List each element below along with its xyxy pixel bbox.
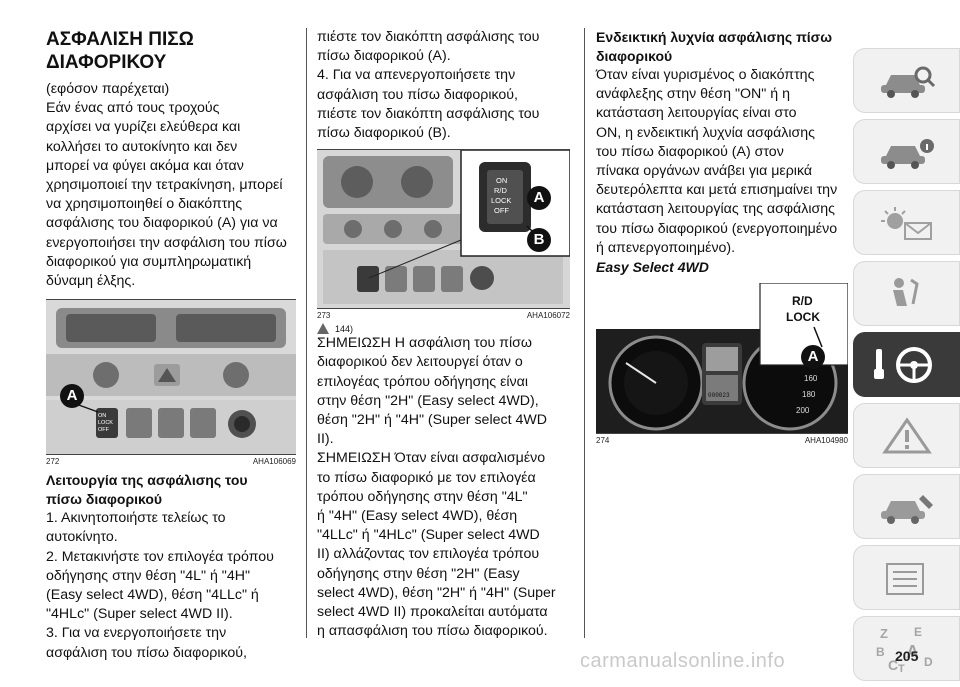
car-info-icon: [880, 138, 934, 169]
car-maintenance-icon: [880, 494, 933, 524]
column-left: ΑΣΦΑΛΙΣΗ ΠΙΣΩ ΔΙΑΦΟΡΙΚΟΥ (εφόσον παρέχετ…: [46, 28, 296, 663]
figure-273: ON R/D LOCK OFF A B: [317, 149, 570, 310]
alphabet-index-icon: Z E B A C T D: [876, 625, 933, 674]
switch-label-lock: LOCK: [98, 420, 113, 426]
zoom-label-on: ON: [496, 176, 507, 185]
operation-heading: Λειτουργία της ασφάλισης του πίσω διαφορ…: [46, 472, 248, 508]
indicator-label-lock: LOCK: [786, 310, 820, 324]
indicator-label-rd: R/D: [792, 294, 813, 308]
tab-starting-driving[interactable]: [853, 261, 960, 326]
tab-warning-lights[interactable]: [853, 190, 960, 255]
index-letter-b: B: [876, 645, 885, 659]
column-middle: πιέστε τον διακόπτη ασφάλισης του πίσω δ…: [317, 28, 570, 641]
dashboard-switch-illustration: ON LOCK OFF: [46, 300, 296, 455]
car-search-icon: [880, 66, 935, 98]
zoom-label-rd: R/D: [494, 186, 508, 195]
warning-light-mail-icon: [880, 206, 932, 240]
figure-caption: 272 AHA106069: [46, 457, 296, 467]
index-letter-d: D: [924, 655, 933, 669]
intro-paragraph: (εφόσον παρέχεται) Εάν ένας από τους τρο…: [46, 81, 287, 290]
chapter-tabs: Z E B A C T D: [853, 48, 960, 687]
switch-label-on: ON: [98, 413, 106, 419]
page-number: 205: [895, 648, 919, 664]
figure-caption: 274 AHA104980: [596, 436, 848, 446]
figure-274: 000023 140 160 180 200 R/D LOCK A: [596, 283, 848, 435]
index-letter-a: A: [906, 642, 919, 662]
warning-reference: 144): [317, 323, 570, 335]
indicator-body: Όταν είναι γυρισμένος ο διακόπτης ανάφλε…: [596, 67, 838, 256]
steering-wheel-key-icon: [873, 346, 932, 383]
gauge-tick-200: 200: [796, 406, 810, 415]
notes-block: ΣΗΜΕΙΩΣΗ Η ασφάλιση του πίσω διαφορικού …: [317, 335, 556, 640]
zoom-label-lock: LOCK: [491, 196, 511, 205]
specifications-list-icon: [885, 562, 924, 595]
figure-272: ON LOCK OFF A: [46, 299, 296, 456]
callout-a-badge: A: [527, 186, 551, 211]
tab-multimedia[interactable]: [853, 545, 960, 610]
steps-continued: πιέστε τον διακόπτη ασφάλισης του πίσω δ…: [317, 29, 540, 142]
road-warning-icon: [881, 416, 932, 453]
tab-technical-data[interactable]: [853, 474, 960, 539]
section-title: ΑΣΦΑΛΙΣΗ ΠΙΣΩ ΔΙΑΦΟΡΙΚΟΥ: [46, 29, 194, 73]
steps-list: 1. Ακινητοποιήστε τελείως το αυτοκίνητο.…: [46, 510, 274, 661]
tab-in-emergency[interactable]: [853, 332, 960, 397]
seat-airbag-icon: [892, 277, 919, 306]
easy-select-heading: Easy Select 4WD: [596, 259, 709, 276]
index-letter-t: T: [898, 663, 905, 674]
odometer-readout: 000023: [708, 392, 730, 399]
index-letter-z: Z: [880, 626, 888, 641]
switch-label-off: OFF: [98, 427, 110, 433]
callout-a-badge: A: [801, 345, 825, 370]
index-letter-c: C: [888, 657, 898, 673]
tab-maintenance[interactable]: [853, 403, 960, 468]
indicator-heading: Ενδεικτική λυχνία ασφάλισης πίσω διαφορι…: [596, 29, 833, 64]
index-letter-e: E: [914, 625, 922, 639]
warning-triangle-icon: [317, 323, 329, 335]
zoom-label-off: OFF: [494, 206, 509, 215]
gauge-tick-160: 160: [804, 374, 818, 383]
tab-knowing-vehicle[interactable]: [853, 48, 960, 113]
tab-index[interactable]: Z E B A C T D: [853, 616, 960, 681]
callout-a-badge: A: [60, 384, 84, 409]
tab-safety[interactable]: [853, 119, 960, 184]
figure-caption: 273 AHA106072: [317, 311, 570, 321]
watermark: carmanualsonline.info: [580, 650, 786, 672]
center-console-illustration: ON R/D LOCK OFF: [317, 150, 570, 309]
callout-b-badge: B: [527, 228, 551, 253]
column-right: Ενδεικτική λυχνία ασφάλισης πίσω διαφορι…: [596, 28, 848, 446]
gauge-tick-180: 180: [802, 390, 816, 399]
